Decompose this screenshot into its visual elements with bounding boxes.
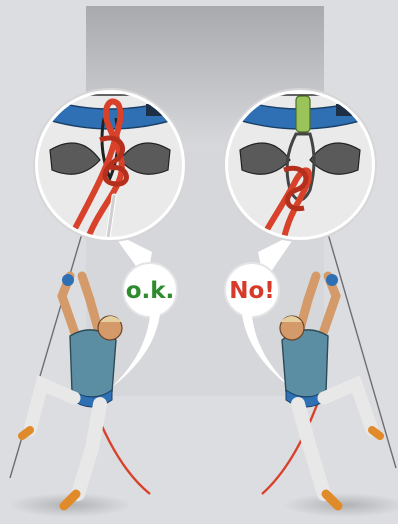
right-wall-edge	[324, 220, 396, 468]
no-bubble: No!	[225, 263, 279, 317]
ok-bubble: o.k.	[123, 263, 177, 317]
ok-label: o.k.	[126, 278, 175, 304]
no-label: No!	[229, 278, 275, 304]
